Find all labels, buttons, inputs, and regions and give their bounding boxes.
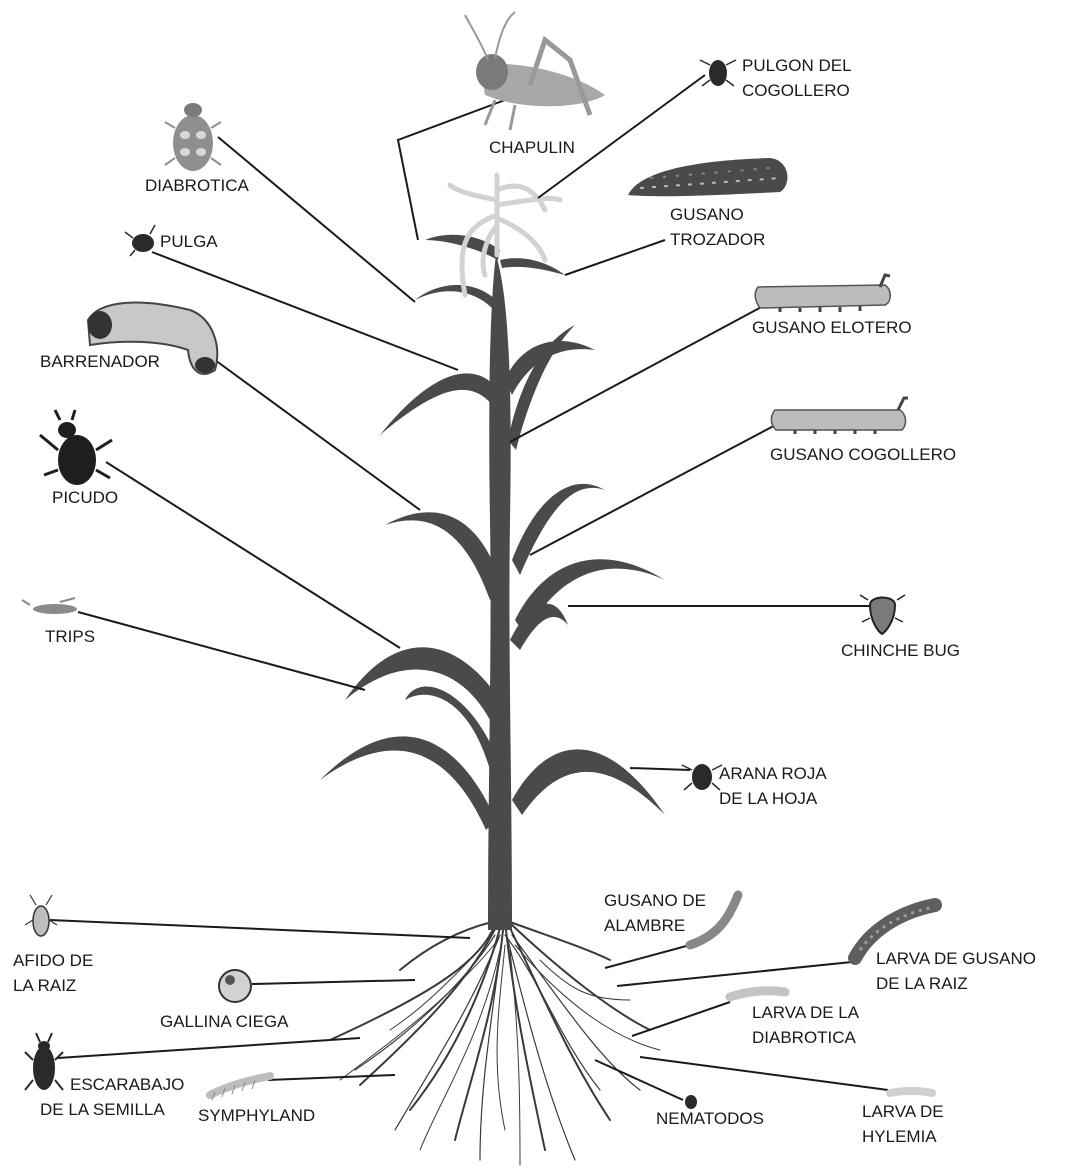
label-line: LA RAIZ <box>13 973 93 998</box>
label-line: HYLEMIA <box>862 1124 944 1149</box>
label-larva-hylemia: LARVA DE HYLEMIA <box>862 1099 944 1149</box>
leaf <box>385 512 500 600</box>
label-line: ALAMBRE <box>604 913 706 938</box>
afido-de-la-raiz-icon <box>25 895 57 936</box>
label-gusano-cogollero: GUSANO COGOLLERO <box>770 442 956 467</box>
label-gusano-de-alambre: GUSANO DE ALAMBRE <box>604 888 706 938</box>
label-line: LARVA DE <box>862 1099 944 1124</box>
leader-line-larva-diabrotica <box>632 1002 730 1036</box>
gusano-trozador-icon <box>628 158 787 196</box>
label-line: DE LA HOJA <box>719 786 827 811</box>
label-line: CHINCHE BUG <box>841 638 960 663</box>
leader-line-larva-hylemia <box>640 1057 888 1090</box>
label-line: PULGA <box>160 229 218 254</box>
leader-line-diabrotica <box>218 137 415 302</box>
chapulin-icon <box>465 12 605 130</box>
label-pulga: PULGA <box>160 229 218 254</box>
label-line: DE LA SEMILLA <box>40 1097 184 1122</box>
leaf <box>512 749 665 815</box>
label-line: GUSANO ELOTERO <box>752 315 912 340</box>
label-line: GUSANO DE <box>604 888 706 913</box>
leaf <box>500 258 565 275</box>
label-symphyland: SYMPHYLAND <box>198 1103 315 1128</box>
leader-line-gusano-de-alambre <box>605 945 690 968</box>
label-pulgon-del-cogollero: PULGON DEL COGOLLERO <box>742 53 852 103</box>
label-line: TRIPS <box>45 624 95 649</box>
symphyland-icon <box>210 1076 270 1100</box>
leader-line-nematodos <box>595 1060 683 1100</box>
label-line: DIABROTICA <box>145 173 249 198</box>
larva-diabrotica-icon <box>730 991 785 997</box>
label-chinche-bug: CHINCHE BUG <box>841 638 960 663</box>
label-larva-gusano-raiz: LARVA DE GUSANO DE LA RAIZ <box>876 946 1036 996</box>
label-line: ESCARABAJO <box>40 1072 184 1097</box>
label-gusano-trozador: GUSANO TROZADOR <box>670 202 765 252</box>
label-line: LARVA DE GUSANO <box>876 946 1036 971</box>
label-line: AFIDO DE <box>13 948 93 973</box>
label-gallina-ciega: GALLINA CIEGA <box>160 1009 289 1034</box>
label-line: DIABROTICA <box>752 1025 859 1050</box>
label-line: GALLINA CIEGA <box>160 1009 289 1034</box>
label-trips: TRIPS <box>45 624 95 649</box>
leaf <box>345 647 500 720</box>
leader-line-picudo <box>106 462 400 648</box>
label-line: PICUDO <box>52 485 118 510</box>
leader-line-barrenador <box>215 360 420 510</box>
label-line: TROZADOR <box>670 227 765 252</box>
leader-line-gallina-ciega <box>252 980 415 984</box>
label-line: CHAPULIN <box>489 135 575 160</box>
pulga-icon <box>125 225 155 256</box>
label-afido-de-la-raiz: AFIDO DE LA RAIZ <box>13 948 93 998</box>
arana-roja-icon <box>682 764 722 790</box>
leader-line-afido-de-la-raiz <box>50 920 470 938</box>
label-chapulin: CHAPULIN <box>489 135 575 160</box>
label-line: PULGON DEL <box>742 53 852 78</box>
trips-icon <box>22 598 77 614</box>
label-line: GUSANO COGOLLERO <box>770 442 956 467</box>
leader-line-symphyland <box>268 1075 395 1080</box>
diabrotica-icon <box>165 103 221 171</box>
label-line: LARVA DE LA <box>752 1000 859 1025</box>
chinche-bug-icon <box>860 595 905 634</box>
leader-line-gusano-trozador <box>565 240 665 275</box>
leader-line-gusano-elotero <box>510 305 765 442</box>
pulgon-icon <box>700 60 736 86</box>
label-barrenador: BARRENADOR <box>40 349 160 374</box>
label-line: ARANA ROJA <box>719 761 827 786</box>
leader-line-larva-gusano-raiz <box>617 962 852 986</box>
label-gusano-elotero: GUSANO ELOTERO <box>752 315 912 340</box>
leaf <box>510 604 568 650</box>
label-line: COGOLLERO <box>742 78 852 103</box>
label-larva-diabrotica: LARVA DE LA DIABROTICA <box>752 1000 859 1050</box>
gallina-ciega-icon <box>219 970 251 1002</box>
picudo-icon <box>40 410 112 485</box>
maize-plant <box>320 235 665 930</box>
leaf <box>380 373 498 435</box>
label-picudo: PICUDO <box>52 485 118 510</box>
larva-hylemia-icon <box>890 1091 932 1093</box>
leader-line-arana-roja <box>630 768 690 770</box>
label-arana-roja: ARANA ROJA DE LA HOJA <box>719 761 827 811</box>
label-nematodos: NEMATODOS <box>656 1106 764 1131</box>
root-system <box>330 922 660 1165</box>
leader-line-trips <box>78 612 365 690</box>
gusano-cogollero-icon <box>771 398 908 434</box>
label-line: BARRENADOR <box>40 349 160 374</box>
label-diabrotica: DIABROTICA <box>145 173 249 198</box>
label-line: SYMPHYLAND <box>198 1103 315 1128</box>
leaf <box>320 736 496 830</box>
leaf <box>415 285 496 310</box>
gusano-elotero-icon <box>755 275 890 312</box>
label-line: NEMATODOS <box>656 1106 764 1131</box>
label-line: DE LA RAIZ <box>876 971 1036 996</box>
leader-line-escarabajo-semilla <box>58 1038 360 1058</box>
label-escarabajo-semilla: ESCARABAJO DE LA SEMILLA <box>40 1072 184 1122</box>
label-line: GUSANO <box>670 202 765 227</box>
